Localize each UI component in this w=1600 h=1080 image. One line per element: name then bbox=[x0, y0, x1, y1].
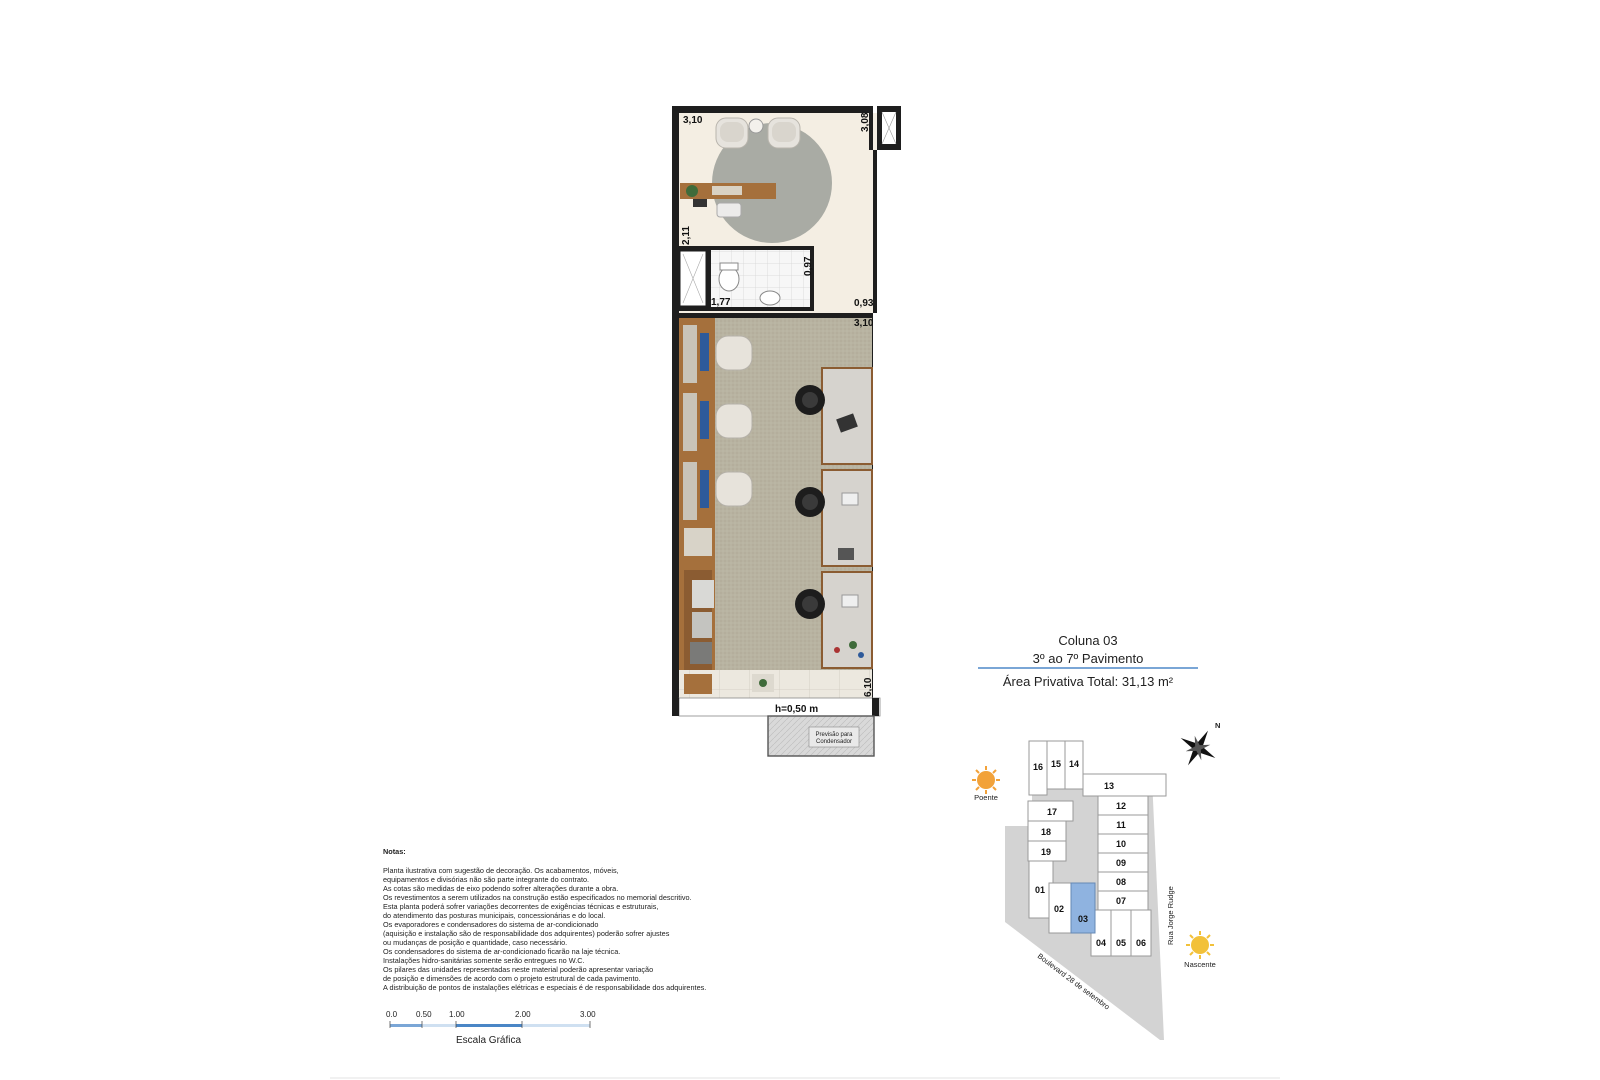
notes-heading: Notas: bbox=[383, 847, 406, 856]
dimensions: 3,10 3,08 2,11 0,97 1,77 0,93 3,10 6,10 … bbox=[681, 112, 874, 745]
dim-bathroom-length: 1,77 bbox=[711, 297, 731, 308]
dim-desk-area: 2,11 bbox=[681, 226, 692, 245]
unit-label: 01 bbox=[1035, 885, 1045, 895]
slab-height-label: h=0,50 m bbox=[775, 704, 818, 715]
floors-title: 3º ao 7º Pavimento bbox=[1032, 651, 1144, 666]
unit-label: 12 bbox=[1116, 801, 1126, 811]
dim-office-length: 6,10 bbox=[863, 677, 874, 697]
compass-icon bbox=[1180, 730, 1216, 766]
unit-label: 05 bbox=[1116, 938, 1126, 948]
sink-icon bbox=[759, 290, 781, 306]
note-line: Os evaporadores e condensadores do siste… bbox=[383, 920, 599, 929]
visitor-chairs bbox=[715, 335, 753, 507]
north-label: N bbox=[1215, 721, 1220, 730]
note-line: do atendimento das posturas municipais, … bbox=[383, 911, 606, 920]
sun-east-label: Nascente bbox=[1184, 960, 1216, 969]
note-line: de posição e dimensões de acordo com o p… bbox=[383, 974, 641, 983]
unit-label: 18 bbox=[1041, 827, 1051, 837]
dim-bathroom-width: 0,97 bbox=[803, 256, 814, 276]
note-line: Planta ilustrativa com sugestão de decor… bbox=[383, 866, 619, 875]
armchair-left bbox=[715, 117, 749, 149]
unit-label: 07 bbox=[1116, 896, 1126, 906]
note-line: (aquisição e instalação são de responsab… bbox=[383, 929, 670, 938]
unit-label: 17 bbox=[1047, 807, 1057, 817]
column-title: Coluna 03 bbox=[1058, 633, 1118, 648]
sun-west-icon bbox=[972, 766, 1000, 794]
plant-icon bbox=[686, 185, 698, 197]
toilet-icon bbox=[718, 266, 740, 292]
office-chairs bbox=[795, 385, 825, 619]
unit-label: 14 bbox=[1069, 759, 1079, 769]
unit-label: 13 bbox=[1104, 781, 1114, 791]
unit-highlighted bbox=[1070, 882, 1096, 934]
dim-reception-width: 3,10 bbox=[683, 115, 703, 126]
workstations bbox=[821, 367, 873, 669]
note-line: ou mudanças de posição e quantidade, cas… bbox=[383, 938, 568, 947]
scale-tick-label: 1.00 bbox=[449, 1010, 465, 1019]
unit-label: 10 bbox=[1116, 839, 1126, 849]
note-line: Os pilares das unidades representadas ne… bbox=[383, 965, 654, 974]
note-line: A distribuição de pontos de instalações … bbox=[383, 983, 707, 992]
unit-label: 08 bbox=[1116, 877, 1126, 887]
armchair-right bbox=[767, 117, 801, 149]
scale-tick-label: 0.0 bbox=[386, 1010, 398, 1019]
unit-label: 04 bbox=[1096, 938, 1106, 948]
unit-label: 16 bbox=[1033, 762, 1043, 772]
unit-label: 02 bbox=[1054, 904, 1064, 914]
unit-label: 11 bbox=[1116, 820, 1126, 830]
scale-tick-label: 3.00 bbox=[580, 1010, 596, 1019]
scale-bar bbox=[389, 1021, 591, 1028]
dim-corridor: 0,93 bbox=[854, 298, 874, 309]
scale-title: Escala Gráfica bbox=[456, 1035, 522, 1046]
unit-label: 06 bbox=[1136, 938, 1146, 948]
unit-label-highlighted: 03 bbox=[1078, 914, 1088, 924]
note-line: Esta planta poderá sofrer variações deco… bbox=[383, 902, 659, 911]
area-title: Área Privativa Total: 31,13 m² bbox=[1002, 674, 1174, 689]
scale-tick-label: 2.00 bbox=[515, 1010, 531, 1019]
note-line: Os revestimentos a serem utilizados na c… bbox=[383, 893, 692, 902]
scale-tick-label: 0.50 bbox=[416, 1010, 432, 1019]
dim-reception-height: 3,08 bbox=[860, 112, 871, 132]
note-line: As cotas são medidas de eixo podendo sof… bbox=[383, 884, 619, 893]
sun-east-icon bbox=[1186, 931, 1214, 959]
sun-west-label: Poente bbox=[974, 793, 998, 802]
unit-label: 09 bbox=[1116, 858, 1126, 868]
condenser-label-2: Condensador bbox=[816, 739, 852, 745]
unit-plan bbox=[672, 106, 901, 757]
wall-desks bbox=[683, 325, 714, 670]
side-table bbox=[748, 118, 764, 134]
note-line: Os condensadores do sistema de ar-condic… bbox=[383, 947, 621, 956]
street-east-label: Rua Jorge Rudge bbox=[1166, 886, 1175, 945]
unit-label: 19 bbox=[1041, 847, 1051, 857]
key-plan: 16 15 14 13 12 11 10 09 08 07 17 18 19 0… bbox=[972, 721, 1220, 1040]
unit-label: 15 bbox=[1051, 759, 1061, 769]
note-line: Instalações hidro-sanitárias somente ser… bbox=[383, 956, 585, 965]
dim-office-width: 3,10 bbox=[854, 318, 874, 329]
condenser-label-1: Previsão para bbox=[815, 732, 853, 738]
note-line: equipamentos e divisórias não são parte … bbox=[383, 875, 590, 884]
notes-block: Notas: Planta ilustrativa com sugestão d… bbox=[383, 847, 763, 992]
